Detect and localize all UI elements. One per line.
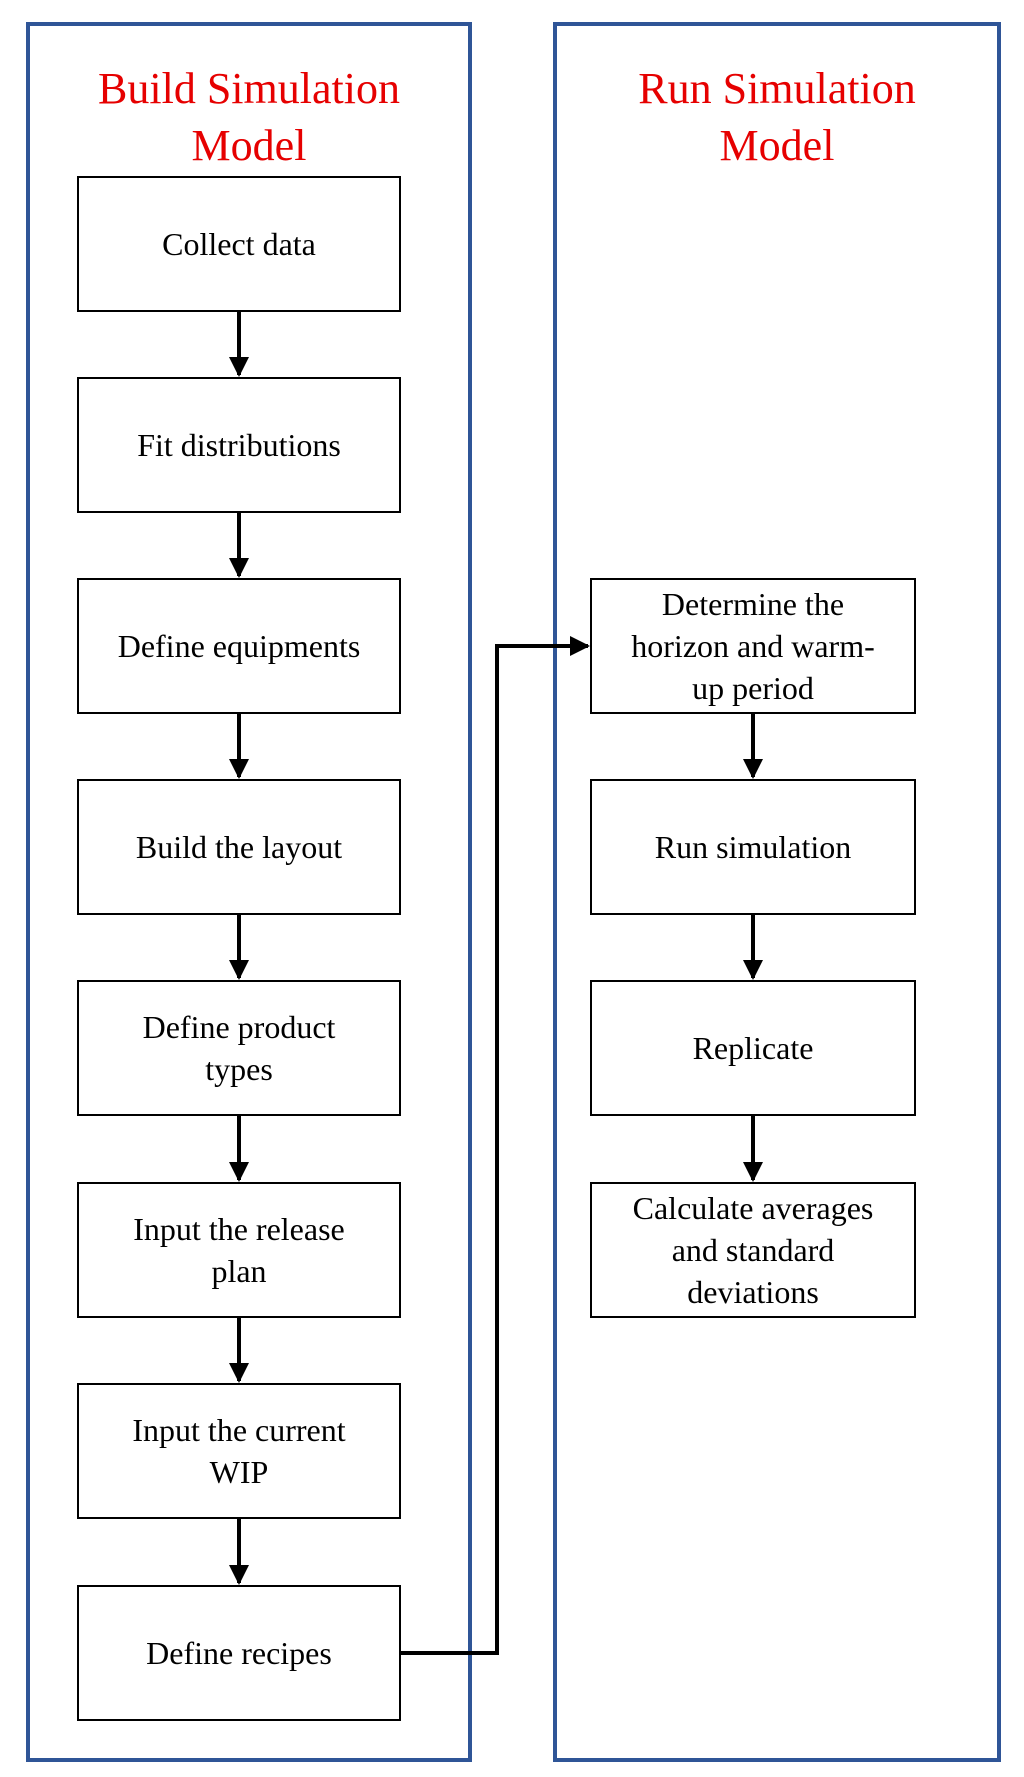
build-model-title: Build Simulation Model — [98, 64, 400, 170]
step-build-layout: Build the layout — [77, 779, 401, 915]
run-model-panel: Run Simulation Model — [553, 22, 1001, 1762]
step-calculate-averages: Calculate averages and standard deviatio… — [590, 1182, 916, 1318]
run-model-title: Run Simulation Model — [638, 64, 916, 170]
step-input-current-wip: Input the current WIP — [77, 1383, 401, 1519]
build-model-panel: Build Simulation Model — [26, 22, 472, 1762]
arrow-recipes-to-horizon — [401, 636, 590, 1655]
step-replicate: Replicate — [590, 980, 916, 1116]
step-fit-distributions: Fit distributions — [77, 377, 401, 513]
step-collect-data: Collect data — [77, 176, 401, 312]
step-determine-horizon: Determine the horizon and warm- up perio… — [590, 578, 916, 714]
step-run-simulation: Run simulation — [590, 779, 916, 915]
step-define-recipes: Define recipes — [77, 1585, 401, 1721]
step-input-release-plan: Input the release plan — [77, 1182, 401, 1318]
step-define-equipments: Define equipments — [77, 578, 401, 714]
step-define-product-types: Define product types — [77, 980, 401, 1116]
